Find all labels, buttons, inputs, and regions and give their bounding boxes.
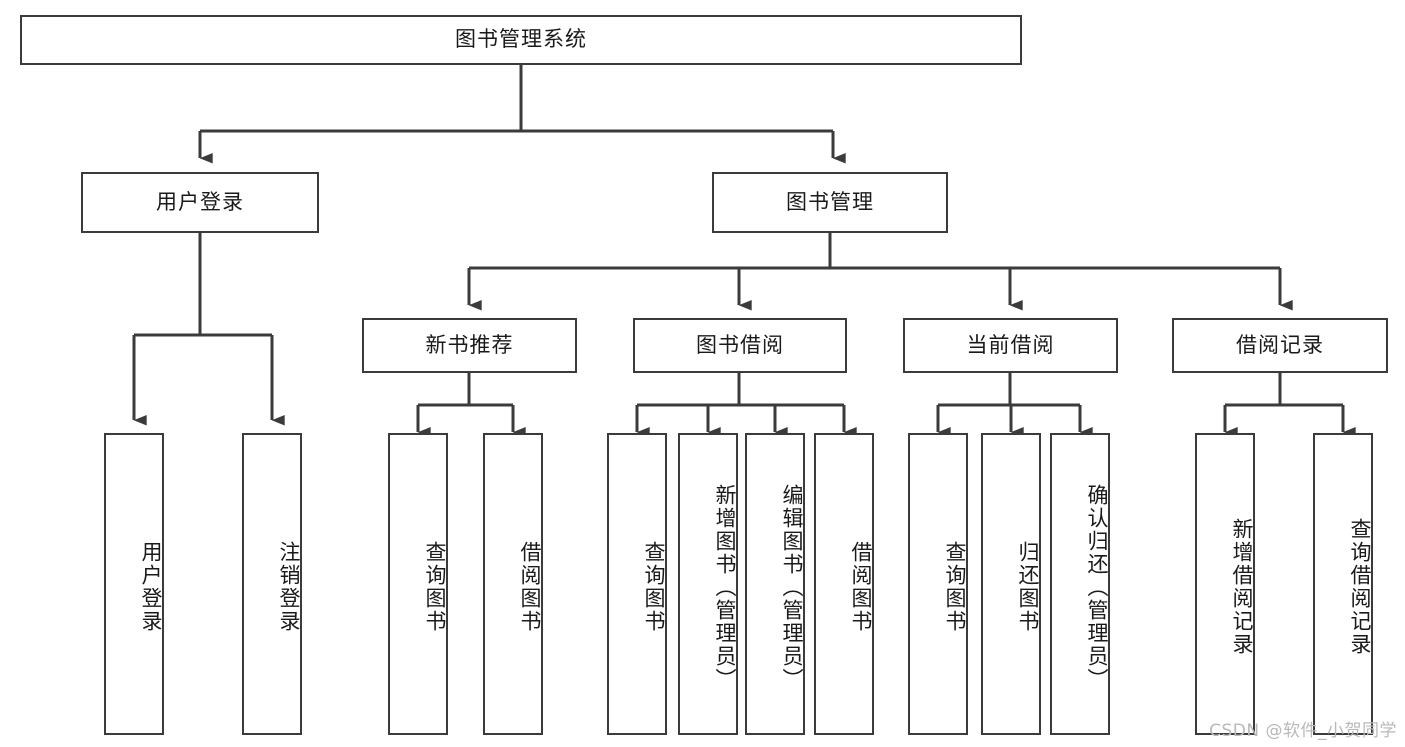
node-leaf-query-books-current[interactable]: 查询图书: [908, 433, 968, 735]
node-leaf-confirm-return-admin[interactable]: 确认归还（管理员）: [1050, 433, 1110, 735]
csdn-watermark: CSDN @软件_小贺同学: [1209, 721, 1397, 741]
node-user-login[interactable]: 用户登录: [81, 172, 319, 233]
node-leaf-add-borrow-record[interactable]: 新增借阅记录: [1195, 433, 1255, 735]
node-leaf-logout[interactable]: 注销登录: [242, 433, 302, 735]
node-leaf-borrow-book[interactable]: 借阅图书: [814, 433, 874, 735]
node-leaf-return-book[interactable]: 归还图书: [981, 433, 1041, 735]
node-leaf-query-books-borrow[interactable]: 查询图书: [607, 433, 667, 735]
node-leaf-borrow-books-recommend[interactable]: 借阅图书: [483, 433, 543, 735]
node-leaf-user-login[interactable]: 用户登录: [104, 433, 164, 735]
node-book-management[interactable]: 图书管理: [712, 172, 948, 233]
node-current-borrowing[interactable]: 当前借阅: [903, 318, 1118, 373]
node-leaf-edit-book-admin[interactable]: 编辑图书（管理员）: [745, 433, 805, 735]
node-leaf-query-books-recommend[interactable]: 查询图书: [388, 433, 448, 735]
node-leaf-add-book-admin[interactable]: 新增图书（管理员）: [678, 433, 738, 735]
node-root-library-management-system[interactable]: 图书管理系统: [20, 15, 1022, 65]
node-borrowing-record[interactable]: 借阅记录: [1172, 318, 1388, 373]
node-leaf-query-borrow-record[interactable]: 查询借阅记录: [1313, 433, 1373, 735]
node-book-borrowing[interactable]: 图书借阅: [633, 318, 847, 373]
node-new-book-recommendation[interactable]: 新书推荐: [362, 318, 577, 373]
